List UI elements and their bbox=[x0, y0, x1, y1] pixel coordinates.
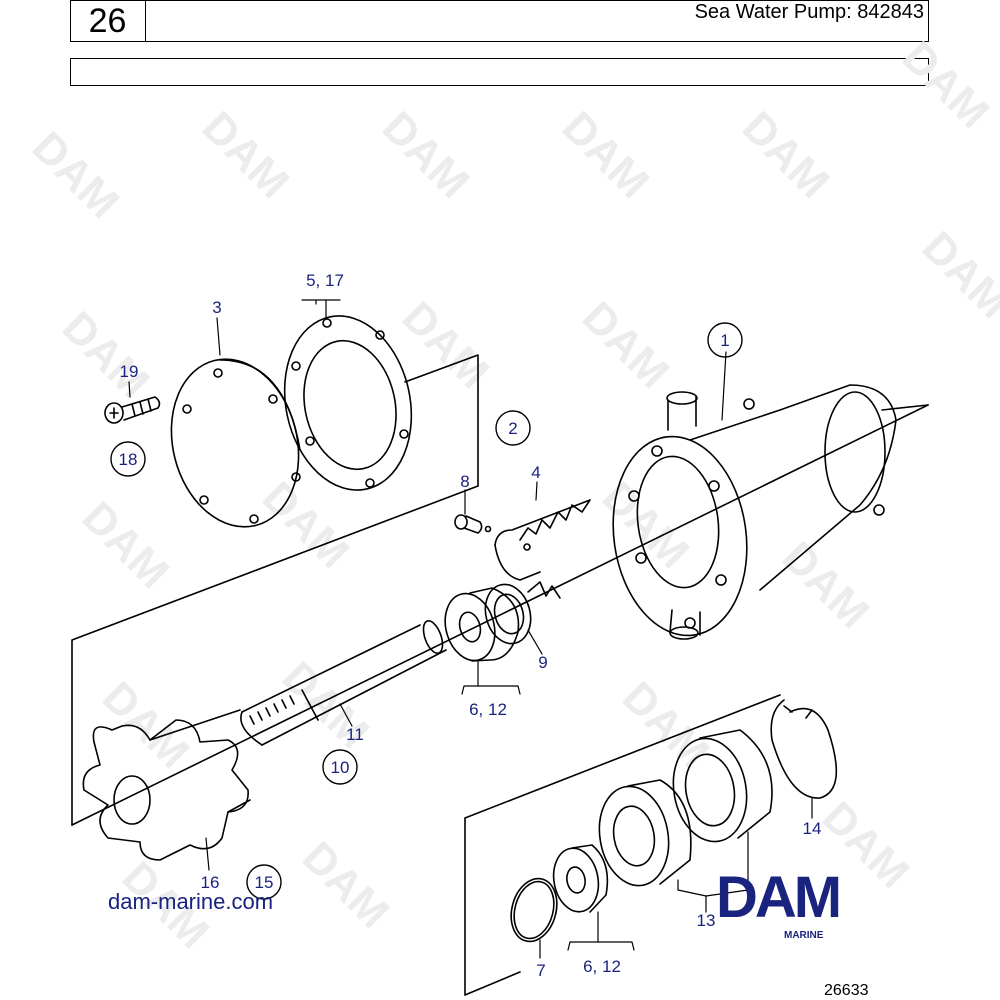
svg-text:DAM: DAM bbox=[23, 122, 129, 228]
screw bbox=[104, 396, 161, 424]
svg-text:DAM: DAM bbox=[53, 302, 159, 408]
label-13: 13 bbox=[697, 911, 716, 930]
cam bbox=[494, 499, 591, 599]
watermark: DAM DAM DAM DAM DAM DAM DAM DAM DAM DAM … bbox=[23, 32, 1000, 958]
label-3: 3 bbox=[212, 298, 221, 317]
svg-text:DAM: DAM bbox=[73, 492, 179, 598]
bearing-inner bbox=[598, 779, 692, 887]
label-1: 1 bbox=[720, 331, 729, 350]
svg-text:DAM: DAM bbox=[293, 832, 399, 938]
label-8: 8 bbox=[460, 472, 469, 491]
pump-shaft bbox=[240, 619, 447, 746]
header-box bbox=[70, 0, 929, 42]
label-7: 7 bbox=[536, 961, 545, 980]
gasket bbox=[283, 315, 413, 491]
circlip bbox=[770, 699, 838, 799]
brand-subtitle: MARINE bbox=[784, 930, 824, 941]
part-labels: 1 2 3 4 5, 17 6, 12 6, 12 7 8 9 10 11 13… bbox=[119, 271, 822, 980]
pump-cover bbox=[170, 358, 301, 528]
label-2: 2 bbox=[508, 419, 517, 438]
label-10: 10 bbox=[331, 758, 350, 777]
impeller bbox=[82, 709, 251, 861]
bearing-outer bbox=[672, 729, 773, 843]
svg-text:DAM: DAM bbox=[393, 292, 499, 398]
svg-text:DAM: DAM bbox=[193, 102, 299, 208]
subheader-box bbox=[70, 58, 929, 86]
figure-number: 26633 bbox=[824, 982, 869, 999]
label-11: 11 bbox=[346, 725, 364, 744]
shaft-seal bbox=[444, 587, 520, 662]
page-title: Sea Water Pump: 842843 bbox=[694, 1, 924, 23]
panel-lines bbox=[71, 354, 929, 996]
cam-screw bbox=[454, 514, 492, 534]
label-6-12-upper: 6, 12 bbox=[469, 700, 507, 719]
label-18: 18 bbox=[119, 450, 138, 469]
label-19: 19 bbox=[120, 362, 139, 381]
label-9: 9 bbox=[538, 653, 547, 672]
label-5-17: 5, 17 bbox=[306, 271, 344, 290]
o-ring bbox=[510, 877, 558, 943]
svg-text:DAM: DAM bbox=[773, 532, 879, 638]
svg-text:DAM: DAM bbox=[733, 102, 839, 208]
website-link[interactable]: dam-marine.com bbox=[108, 889, 274, 914]
page-number: 26 bbox=[70, 0, 146, 42]
callout-circles bbox=[110, 322, 743, 900]
leader-lines bbox=[128, 299, 813, 959]
label-16: 16 bbox=[201, 873, 220, 892]
brand-logo: DAM MARINE bbox=[716, 865, 900, 942]
brand-name: DAM bbox=[716, 865, 842, 930]
svg-text:DAM: DAM bbox=[893, 32, 999, 138]
svg-text:DAM: DAM bbox=[913, 222, 1000, 328]
label-6-12-lower: 6, 12 bbox=[583, 957, 621, 976]
svg-text:DAM: DAM bbox=[93, 672, 199, 778]
svg-text:DAM: DAM bbox=[373, 102, 479, 208]
label-4: 4 bbox=[531, 463, 540, 482]
svg-text:DAM: DAM bbox=[553, 102, 659, 208]
label-14: 14 bbox=[803, 819, 822, 838]
pump-housing bbox=[612, 384, 897, 640]
label-15: 15 bbox=[255, 873, 274, 892]
bearing-seal bbox=[552, 844, 609, 913]
svg-text:DAM: DAM bbox=[573, 292, 679, 398]
